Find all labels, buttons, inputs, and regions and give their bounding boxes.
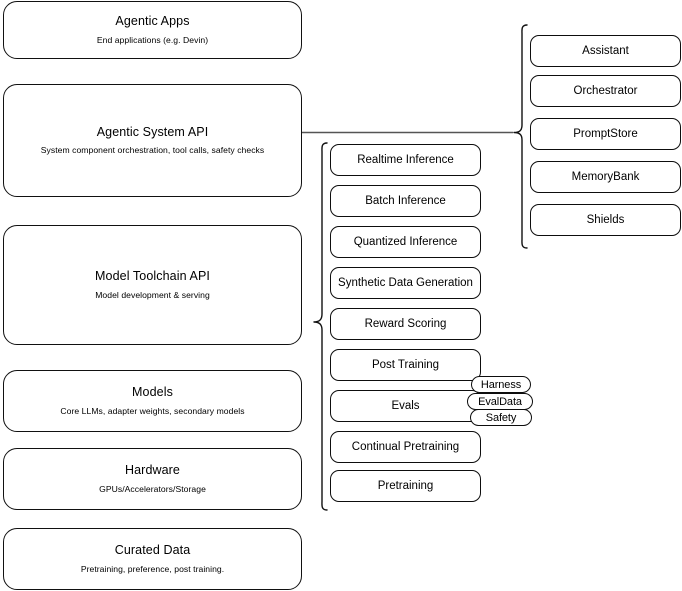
item-label: PromptStore <box>573 127 638 140</box>
item-label: Pretraining <box>377 479 434 492</box>
system-item-shields[interactable]: Shields <box>530 204 681 236</box>
item-label: Batch Inference <box>365 194 446 207</box>
toolchain-item-realtime-inference[interactable]: Realtime Inference <box>330 144 481 176</box>
item-label: Continual Pretraining <box>351 440 460 453</box>
layer-subtitle: End applications (e.g. Devin) <box>96 34 209 45</box>
layer-subtitle: Model development & serving <box>95 289 210 300</box>
toolchain-item-post-training[interactable]: Post Training <box>330 349 481 381</box>
item-label: Quantized Inference <box>353 235 458 248</box>
toolchain-item-continual-pretraining[interactable]: Continual Pretraining <box>330 431 481 463</box>
layer-title: Curated Data <box>114 543 191 558</box>
layer-agentic-system-api[interactable]: Agentic System API System component orch… <box>3 84 302 197</box>
item-label: Realtime Inference <box>357 153 454 166</box>
toolchain-item-pretraining[interactable]: Pretraining <box>330 470 481 502</box>
item-label: Shields <box>586 213 625 226</box>
system-item-memorybank[interactable]: MemoryBank <box>530 161 681 193</box>
evals-tag-safety[interactable]: Safety <box>470 409 532 426</box>
item-label: Synthetic Data Generation <box>338 276 473 289</box>
evals-tag-evaldata[interactable]: EvalData <box>467 393 533 410</box>
system-item-assistant[interactable]: Assistant <box>530 35 681 67</box>
layer-subtitle: System component orchestration, tool cal… <box>40 145 265 156</box>
item-label: Post Training <box>371 358 440 371</box>
tag-label: EvalData <box>478 395 522 408</box>
layer-title: Models <box>132 385 173 400</box>
evals-tag-harness[interactable]: Harness <box>471 376 531 393</box>
layer-agentic-apps[interactable]: Agentic Apps End applications (e.g. Devi… <box>3 1 302 59</box>
item-label: Evals <box>391 399 420 412</box>
layer-model-toolchain-api[interactable]: Model Toolchain API Model development & … <box>3 225 302 345</box>
toolchain-item-evals[interactable]: Evals <box>330 390 481 422</box>
tag-label: Harness <box>480 378 522 391</box>
system-item-orchestrator[interactable]: Orchestrator <box>530 75 681 107</box>
layer-title: Hardware <box>125 463 180 478</box>
layer-title: Agentic System API <box>96 124 209 139</box>
toolchain-item-synthetic-data-generation[interactable]: Synthetic Data Generation <box>330 267 481 299</box>
tag-label: Safety <box>485 411 517 424</box>
item-label: MemoryBank <box>571 170 640 183</box>
item-label: Reward Scoring <box>364 317 447 330</box>
item-label: Orchestrator <box>573 84 638 97</box>
layer-hardware[interactable]: Hardware GPUs/Accelerators/Storage <box>3 448 302 510</box>
layer-title: Model Toolchain API <box>95 269 210 284</box>
system-item-promptstore[interactable]: PromptStore <box>530 118 681 150</box>
layer-models[interactable]: Models Core LLMs, adapter weights, secon… <box>3 370 302 432</box>
layer-title: Agentic Apps <box>115 14 190 29</box>
item-label: Assistant <box>582 44 629 57</box>
layer-subtitle: Pretraining, preference, post training. <box>80 563 225 574</box>
layer-subtitle: GPUs/Accelerators/Storage <box>99 483 206 494</box>
toolchain-item-reward-scoring[interactable]: Reward Scoring <box>330 308 481 340</box>
layer-curated-data[interactable]: Curated Data Pretraining, preference, po… <box>3 528 302 590</box>
toolchain-item-batch-inference[interactable]: Batch Inference <box>330 185 481 217</box>
layer-subtitle: Core LLMs, adapter weights, secondary mo… <box>60 405 245 416</box>
toolchain-item-quantized-inference[interactable]: Quantized Inference <box>330 226 481 258</box>
